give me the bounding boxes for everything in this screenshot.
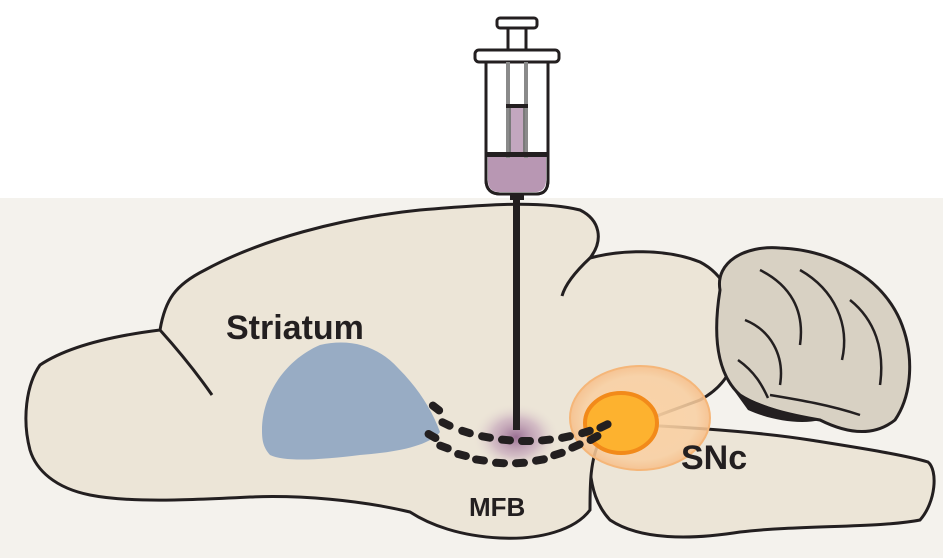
fourth-ventricle <box>735 392 820 422</box>
mfb-fiber-bundle <box>424 401 612 468</box>
midbrain-boundary <box>560 256 592 297</box>
label-striatum: Striatum <box>226 309 364 347</box>
syringe-icon <box>473 16 561 430</box>
label-snc: SNc <box>681 439 747 477</box>
label-mfb: MFB <box>469 492 525 522</box>
injection-site-glow <box>472 403 560 471</box>
snc-core <box>583 391 659 455</box>
striatum-region <box>262 342 440 460</box>
olfactory-sulcus <box>158 328 214 396</box>
